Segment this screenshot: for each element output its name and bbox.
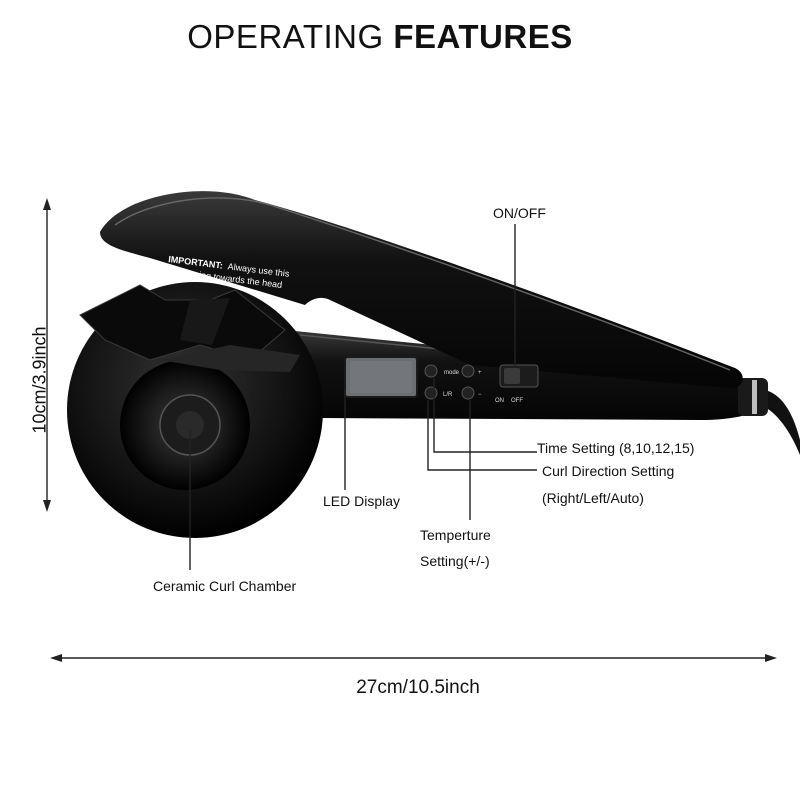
device-top-arm <box>100 191 743 389</box>
width-dimension-label: 27cm/10.5inch <box>356 677 480 698</box>
plus-button[interactable]: + <box>461 364 482 378</box>
svg-text:+: + <box>478 370 482 376</box>
switch-on-label: ON <box>495 398 504 404</box>
power-cord <box>760 390 800 455</box>
title-part-2: FEATURES <box>393 18 573 55</box>
svg-text:−: − <box>478 392 482 398</box>
title-part-1: OPERATING <box>187 18 384 55</box>
time-setting-label: Time Setting (8,10,12,15) <box>537 440 695 456</box>
leader-lines <box>189 224 537 570</box>
power-switch[interactable]: ON OFF <box>495 364 539 404</box>
curl-direction-options-label: (Right/Left/Auto) <box>542 490 644 506</box>
curl-direction-label: Curl Direction Setting <box>542 463 675 479</box>
height-arrow <box>43 198 51 512</box>
mode-button[interactable]: mode <box>424 364 460 378</box>
width-arrow <box>50 654 777 662</box>
led-display-label: LED Display <box>323 493 401 509</box>
switch-off-label: OFF <box>511 398 523 404</box>
on-off-label: ON/OFF <box>493 205 546 221</box>
minus-button[interactable]: − <box>461 386 482 400</box>
page-title: OPERATING FEATURES <box>0 18 760 56</box>
ceramic-curl-chamber-label: Ceramic Curl Chamber <box>153 578 297 594</box>
svg-text:mode: mode <box>444 370 460 376</box>
height-dimension-label: 10cm/3.9inch <box>29 326 50 434</box>
temperature-setting-label: Setting(+/-) <box>420 553 490 569</box>
svg-text:L/R: L/R <box>443 392 453 398</box>
temperature-label: Temperture <box>420 527 491 543</box>
